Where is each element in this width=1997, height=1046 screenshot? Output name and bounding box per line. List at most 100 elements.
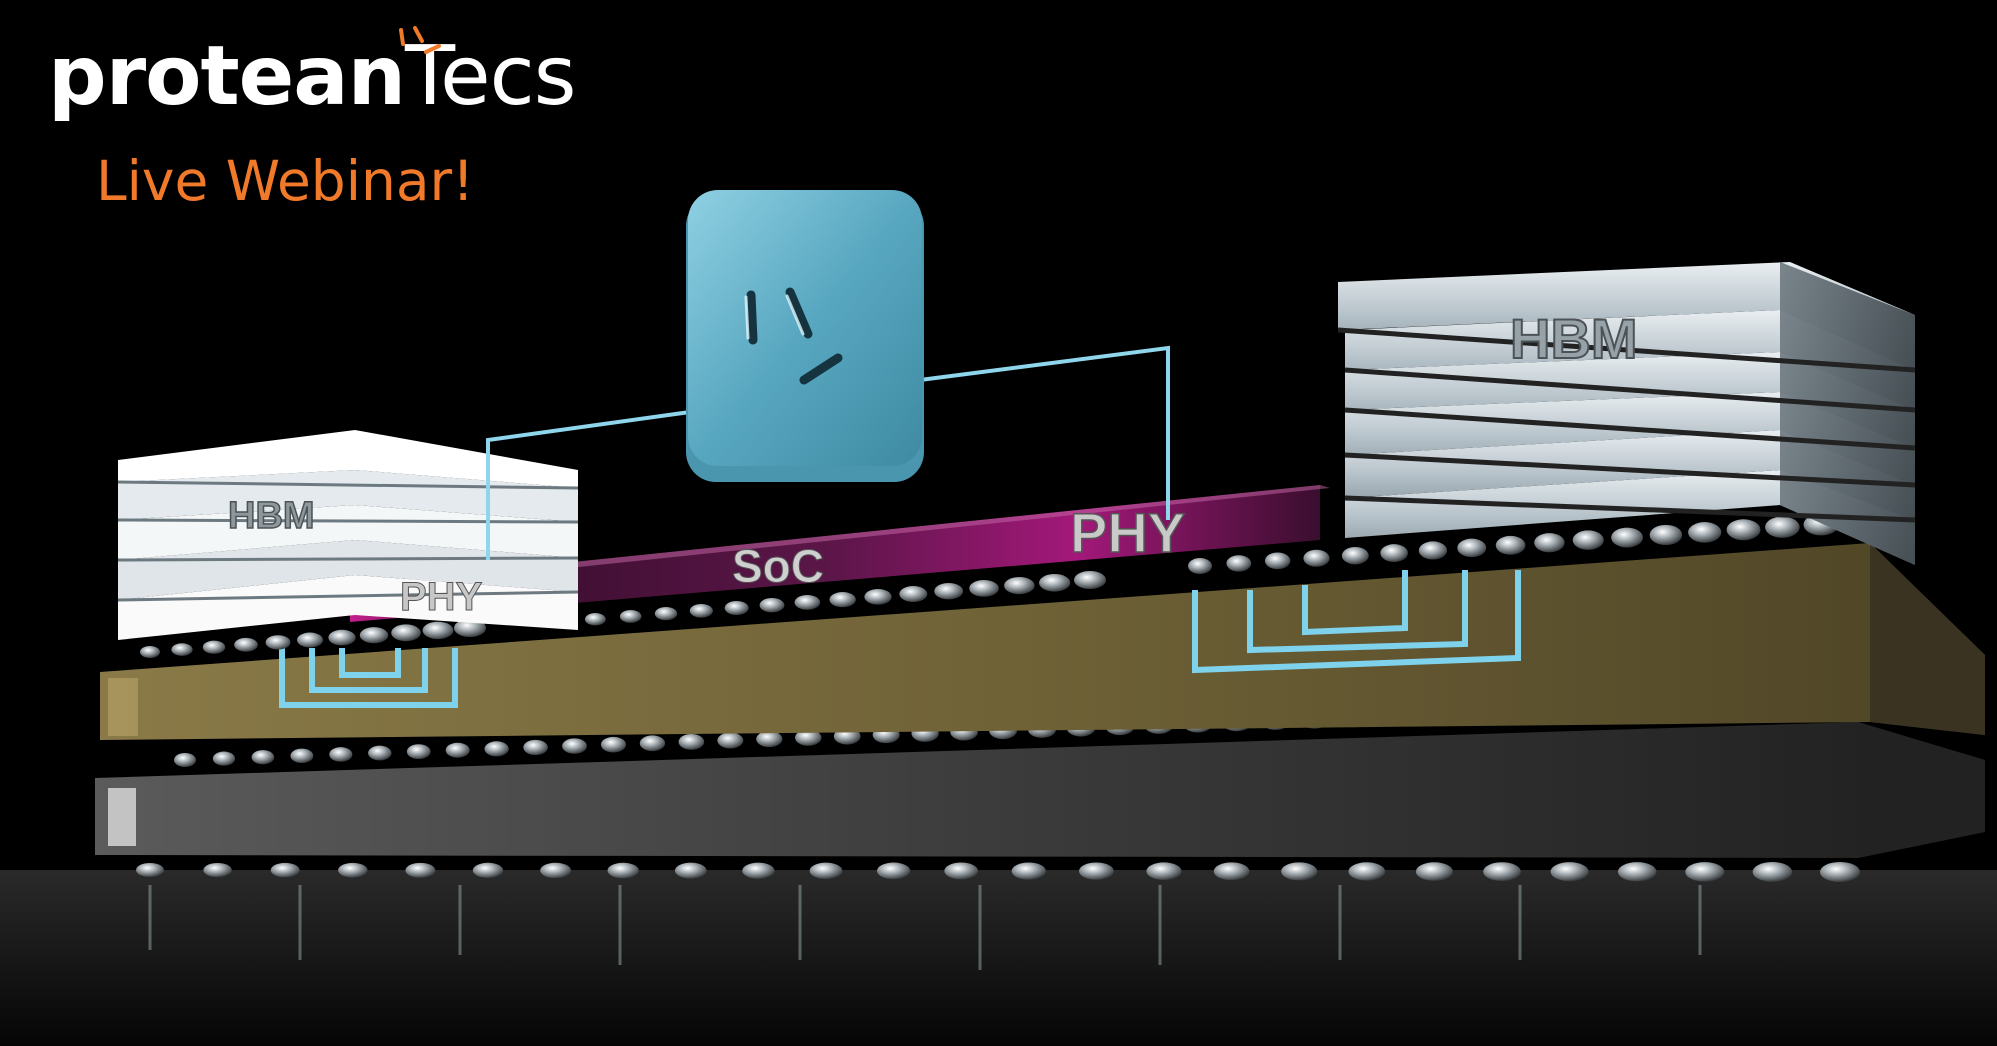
solder-bump bbox=[809, 862, 843, 879]
solder-bump bbox=[674, 862, 707, 879]
silicon-interposer bbox=[100, 543, 1985, 740]
solder-bump bbox=[607, 862, 639, 879]
solder-bump bbox=[472, 862, 504, 879]
solder-bump bbox=[1649, 524, 1683, 546]
package-substrate bbox=[95, 722, 1985, 858]
solder-bump bbox=[759, 598, 785, 613]
solder-bump bbox=[600, 736, 627, 753]
solder-bump bbox=[1264, 552, 1291, 570]
solder-bump bbox=[171, 643, 193, 656]
solder-bump bbox=[829, 592, 856, 608]
solder-bump bbox=[1011, 862, 1046, 880]
solder-bump bbox=[689, 604, 713, 618]
solder-bump bbox=[202, 640, 226, 654]
solder-bump bbox=[1685, 862, 1725, 882]
solder-bump bbox=[174, 753, 196, 767]
solder-bump bbox=[1617, 862, 1657, 882]
solder-bump bbox=[368, 745, 392, 761]
solder-bump bbox=[1341, 546, 1369, 565]
solder-bump bbox=[1688, 522, 1722, 543]
solder-bump bbox=[1457, 538, 1487, 558]
solder-bump bbox=[1146, 862, 1182, 880]
solder-bump bbox=[359, 627, 389, 644]
solder-bump bbox=[270, 862, 300, 878]
solder-bump bbox=[619, 610, 642, 623]
solder-bump bbox=[405, 862, 436, 878]
solder-bump bbox=[794, 595, 821, 610]
protean-rays-icon bbox=[746, 287, 843, 385]
solder-bump bbox=[742, 862, 775, 879]
proteantecs-logo: proteanTecs bbox=[48, 26, 576, 118]
bottom-bump-row bbox=[136, 862, 1860, 882]
solder-bump bbox=[756, 731, 783, 748]
solder-bump bbox=[290, 748, 314, 764]
solder-bump bbox=[1188, 558, 1212, 574]
solder-bump bbox=[724, 601, 749, 615]
hbm-left-label: HBM bbox=[228, 495, 315, 537]
solder-bump bbox=[1348, 862, 1386, 881]
solder-bump bbox=[234, 637, 258, 652]
solder-bump bbox=[876, 862, 911, 880]
hbm-stack-left bbox=[117, 430, 579, 640]
hbm-right-label: HBM bbox=[1510, 307, 1638, 370]
solder-bump bbox=[944, 862, 979, 880]
floor bbox=[0, 870, 1997, 1046]
solder-bump bbox=[562, 738, 587, 754]
solder-bump bbox=[1572, 530, 1604, 550]
solder-bump bbox=[1726, 519, 1761, 541]
solder-bump bbox=[678, 733, 705, 750]
solder-bump bbox=[1415, 862, 1453, 881]
solder-bump bbox=[899, 586, 928, 602]
solder-bump bbox=[1281, 862, 1318, 881]
solder-bump bbox=[969, 580, 999, 597]
solder-bump bbox=[391, 624, 421, 642]
soc-die bbox=[350, 485, 1320, 622]
solder-bump bbox=[1765, 516, 1800, 538]
hbm-stack-right bbox=[1337, 262, 1916, 565]
solder-bump bbox=[406, 744, 431, 760]
solder-bump bbox=[584, 613, 606, 626]
solder-bump bbox=[328, 629, 356, 646]
controller-chip-icon bbox=[686, 190, 924, 482]
phy-left-label: PHY bbox=[400, 575, 483, 619]
solder-bump bbox=[934, 583, 964, 600]
protean-rays-icon bbox=[399, 26, 441, 54]
solder-bump bbox=[1611, 527, 1643, 548]
solder-bump bbox=[864, 589, 892, 605]
solder-bump bbox=[1226, 555, 1252, 572]
logo-word-bold: protean bbox=[48, 29, 406, 124]
solder-bump bbox=[523, 739, 548, 756]
solder-bump bbox=[1534, 533, 1565, 553]
solder-bump bbox=[484, 741, 509, 757]
solder-bump bbox=[422, 621, 454, 640]
solder-bump bbox=[1213, 862, 1250, 881]
solder-bump bbox=[329, 747, 353, 762]
solder-bump bbox=[1495, 535, 1526, 555]
top-bump-row bbox=[140, 511, 1878, 658]
solder-bump bbox=[265, 635, 291, 650]
solder-bump bbox=[203, 862, 232, 878]
solder-bump bbox=[445, 742, 470, 758]
solder-bump bbox=[1752, 862, 1793, 882]
solder-bump bbox=[1418, 541, 1448, 560]
solder-bump bbox=[717, 732, 744, 749]
solder-bump bbox=[140, 646, 160, 658]
solder-bump bbox=[297, 632, 323, 648]
solder-bump bbox=[639, 735, 666, 752]
solder-bump bbox=[212, 751, 236, 766]
webinar-subtitle: Live Webinar! bbox=[96, 149, 475, 213]
controller-wires bbox=[486, 345, 1170, 560]
solder-bump bbox=[540, 862, 572, 879]
solder-bump bbox=[1303, 549, 1330, 567]
solder-bump bbox=[454, 619, 486, 637]
interconnect-traces bbox=[279, 570, 1521, 708]
phy-right-label: PHY bbox=[1070, 501, 1185, 564]
solder-bump bbox=[795, 729, 822, 746]
solder-bump bbox=[654, 607, 678, 621]
solder-bump bbox=[136, 863, 164, 877]
floor-reflections bbox=[148, 885, 1702, 970]
solder-bump bbox=[1039, 574, 1071, 592]
solder-bump bbox=[1483, 862, 1521, 881]
solder-bump bbox=[1380, 544, 1408, 562]
